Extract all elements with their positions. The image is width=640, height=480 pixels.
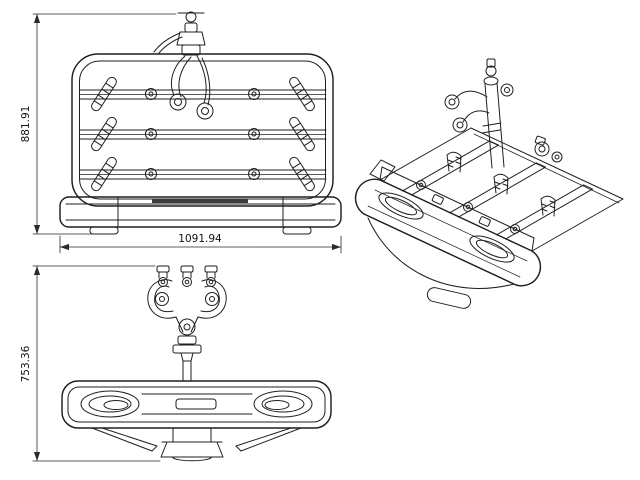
- side-height-dimension: 753.36: [20, 265, 161, 462]
- side-legs-and-coupler: [91, 427, 302, 462]
- side-base-beam: [61, 380, 332, 429]
- front-height-dimension: 881.91: [20, 13, 177, 235]
- isometric-view: [354, 58, 624, 309]
- front-width-label: 1091.94: [178, 233, 222, 245]
- front-clamp-tower: [153, 11, 206, 56]
- iso-holder-arms: [444, 90, 563, 163]
- front-wheel-rails: [79, 75, 327, 193]
- front-view: [59, 11, 342, 235]
- side-height-label: 753.36: [20, 345, 32, 382]
- iso-platform: [379, 127, 624, 252]
- iso-front-beam: [354, 159, 542, 309]
- front-width-dimension: 1091.94: [59, 233, 342, 254]
- side-knob-stack: [172, 318, 202, 382]
- iso-mast: [481, 58, 514, 169]
- side-view: [61, 265, 332, 462]
- front-frame-holder-arms: [169, 55, 214, 120]
- side-top-bolts: [156, 265, 218, 287]
- front-base-beam: [59, 196, 342, 235]
- front-height-label: 881.91: [20, 106, 32, 143]
